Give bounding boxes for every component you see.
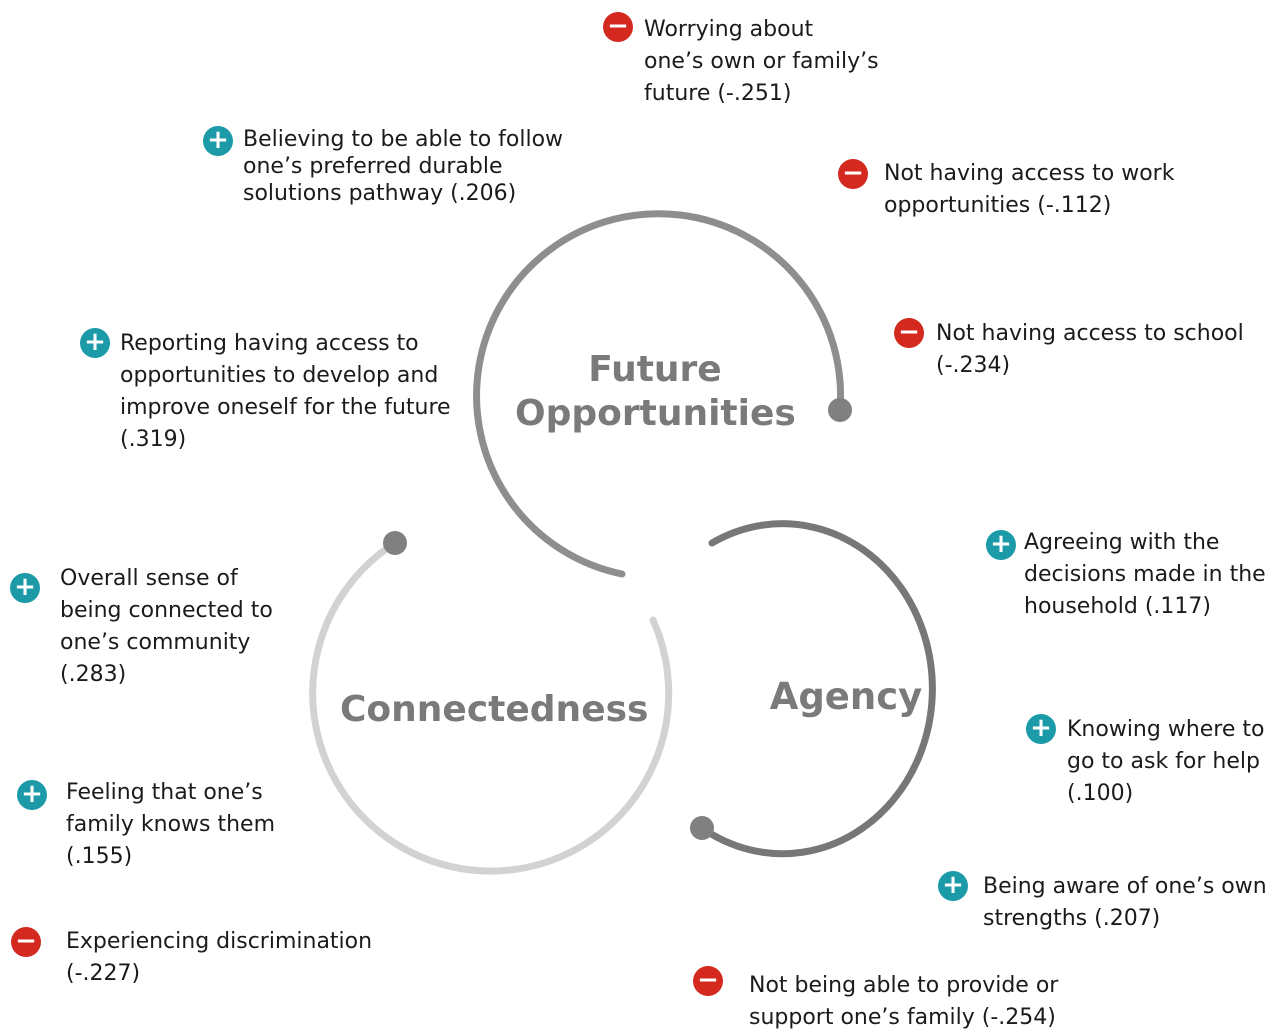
factor-family-knows: Feeling that one’s family knows them (.1… [66, 777, 275, 873]
factor-line: Not being able to provide or [749, 973, 1059, 998]
factor-line: go to ask for help [1067, 749, 1260, 774]
factor-line: Experiencing discrimination [66, 929, 373, 954]
agency-title: Agency [769, 675, 923, 718]
future-opportunities-ring [473, 210, 845, 578]
factor-develop-oneself: Reporting having access to opportunities… [120, 328, 451, 456]
factor-line: (.100) [1067, 781, 1134, 806]
factor-line: strengths (.207) [983, 906, 1161, 931]
minus-icon: − [894, 318, 924, 348]
factor-line: one’s own or family’s [644, 49, 879, 74]
plus-icon: + [10, 573, 40, 603]
factor-line: (.319) [120, 427, 187, 452]
future-title-line-2: Opportunities [515, 393, 796, 434]
factor-line: (.283) [60, 662, 127, 687]
factor-no-work-access: Not having access to work opportunities … [884, 158, 1174, 222]
factor-line: Not having access to work [884, 161, 1175, 186]
plus-icon: + [203, 126, 233, 156]
future-opportunities-title: Future Opportunities [515, 348, 796, 436]
factor-line: family knows them [66, 812, 276, 837]
factor-line: future (-.251) [644, 81, 792, 106]
connectedness-ring [309, 539, 673, 875]
factor-line: solutions pathway (.206) [243, 181, 517, 206]
minus-icon: − [603, 12, 633, 42]
connectedness-ring-node [383, 531, 407, 555]
connectedness-title: Connectedness [340, 689, 649, 730]
factor-line: (-.227) [66, 961, 141, 986]
factor-discrimination: Experiencing discrimination (-.227) [66, 926, 372, 990]
factor-line: (.155) [66, 844, 133, 869]
factor-own-strengths: Being aware of one’s own strengths (.207… [983, 871, 1267, 935]
factor-line: Being aware of one’s own [983, 874, 1267, 899]
factor-line: support one’s family (-.254) [749, 1005, 1056, 1030]
agency-ring [698, 520, 936, 858]
factor-worrying-future: Worrying about one’s own or family’s fut… [644, 14, 879, 110]
factor-connected-community: Overall sense of being connected to one’… [60, 563, 273, 691]
plus-icon: + [80, 328, 110, 358]
factor-line: Reporting having access to [120, 331, 419, 356]
factor-line: one’s preferred durable [243, 154, 503, 179]
factor-line: Worrying about [644, 17, 814, 42]
factor-household-decisions: Agreeing with the decisions made in the … [1024, 527, 1266, 623]
factor-line: Feeling that one’s [66, 780, 263, 805]
factor-no-school-access: Not having access to school (-.234) [936, 318, 1244, 382]
factor-line: Agreeing with the [1024, 530, 1220, 555]
factor-line: Believing to be able to follow [243, 127, 564, 152]
future-title-line-1: Future [588, 349, 722, 390]
factor-knowing-help: Knowing where to go to ask for help (.10… [1067, 714, 1264, 810]
agency-ring-node [690, 816, 714, 840]
future-ring-node [828, 398, 852, 422]
factor-line: Not having access to school [936, 321, 1244, 346]
factor-line: (-.234) [936, 353, 1011, 378]
factor-believing-pathway: Believing to be able to follow one’s pre… [243, 126, 563, 207]
plus-icon: + [17, 780, 47, 810]
plus-icon: + [1026, 714, 1056, 744]
factor-support-family: Not being able to provide or support one… [749, 970, 1058, 1034]
factor-line: Overall sense of [60, 566, 238, 591]
factor-line: being connected to [60, 598, 273, 623]
minus-icon: − [11, 927, 41, 957]
factor-line: household (.117) [1024, 594, 1211, 619]
minus-icon: − [693, 966, 723, 996]
plus-icon: + [938, 871, 968, 901]
factor-line: opportunities to develop and [120, 363, 439, 388]
factor-line: one’s community [60, 630, 251, 655]
factor-line: improve oneself for the future [120, 395, 451, 420]
factor-line: Knowing where to [1067, 717, 1265, 742]
plus-icon: + [986, 530, 1016, 560]
factor-line: decisions made in the [1024, 562, 1266, 587]
factor-line: opportunities (-.112) [884, 193, 1112, 218]
minus-icon: − [838, 159, 868, 189]
